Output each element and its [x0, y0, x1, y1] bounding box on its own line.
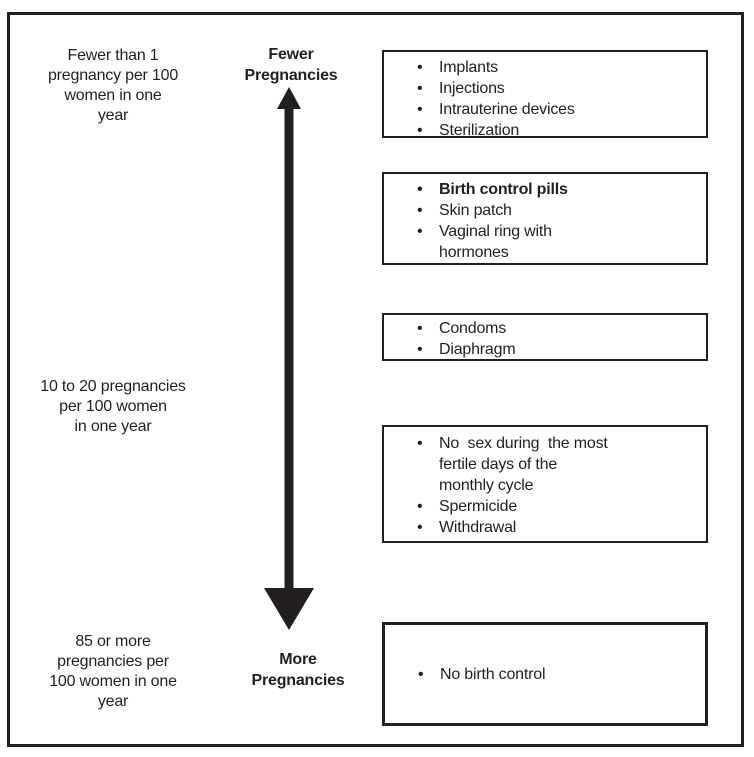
method-item: Birth control pills: [384, 179, 706, 200]
rate-label-fewer-than-1: Fewer than 1 pregnancy per 100 women in …: [47, 47, 179, 124]
method-item: Condoms: [384, 318, 706, 339]
more-pregnancies-label: More Pregnancies: [251, 651, 345, 689]
method-item: Skin patch: [384, 200, 706, 221]
method-item: Injections: [384, 78, 706, 99]
method-item: Intrauterine devices: [384, 99, 706, 120]
method-item: Sterilization: [384, 120, 706, 141]
rate-label-85-or-more: 85 or more pregnancies per 100 women in …: [49, 633, 177, 710]
method-box-none: No birth control: [382, 622, 708, 726]
method-item: Implants: [384, 57, 706, 78]
double-arrow-icon: [264, 87, 314, 630]
method-list: Birth control pills Skin patch Vaginal r…: [384, 174, 714, 263]
rate-label-10-to-20: 10 to 20 pregnancies per 100 women in on…: [40, 378, 186, 435]
method-box-behavioral: No sex during the most fertile days of t…: [382, 425, 708, 543]
method-item: Diaphragm: [384, 339, 706, 360]
method-list: Implants Injections Intrauterine devices…: [384, 52, 714, 141]
method-box-barrier: Condoms Diaphragm: [382, 313, 708, 361]
method-item: No sex during the most fertile days of t…: [384, 433, 706, 496]
method-list: No sex during the most fertile days of t…: [384, 427, 714, 538]
method-box-hormonal: Birth control pills Skin patch Vaginal r…: [382, 172, 708, 265]
method-box-most-effective: Implants Injections Intrauterine devices…: [382, 50, 708, 141]
method-item: No birth control: [385, 664, 697, 685]
fewer-pregnancies-label: Fewer Pregnancies: [244, 46, 338, 84]
method-list: No birth control: [385, 664, 705, 685]
method-list: Condoms Diaphragm: [384, 315, 714, 360]
method-item: Vaginal ring with hormones: [384, 221, 706, 263]
method-item: Spermicide: [384, 496, 706, 517]
method-item: Withdrawal: [384, 517, 706, 538]
